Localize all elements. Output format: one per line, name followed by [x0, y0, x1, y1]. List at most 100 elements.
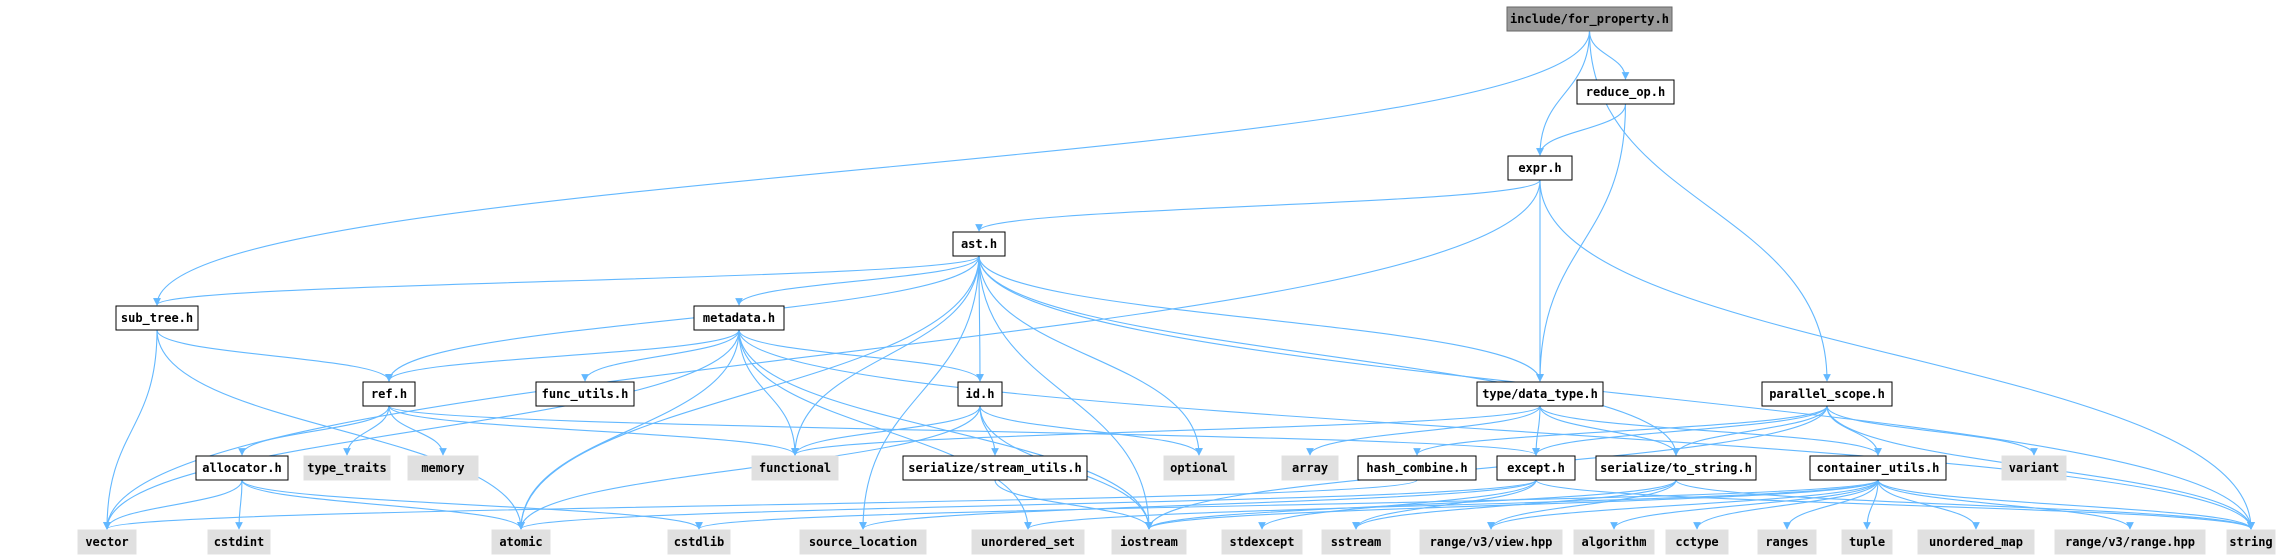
node-box-container-utils-h [1809, 455, 1947, 481]
node-label-optional: optional [1170, 461, 1228, 475]
edge-allocator-to-atomic [241, 479, 525, 530]
edge-to-string-to-iostream [1145, 479, 1677, 530]
edge-parallel-scope-to-except [1532, 405, 1828, 456]
edge-reduce-op-to-expr [1536, 103, 1627, 156]
edge-container-utils-to-cstdlib [695, 479, 1879, 530]
node-cstdint: cstdint [207, 529, 271, 555]
node-sub-tree-h[interactable]: sub_tree.h [115, 305, 199, 331]
node-box-include-for-property-h [1506, 6, 1673, 32]
node-algorithm: algorithm [1573, 529, 1655, 555]
edge-parallel-scope-to-iostream [1145, 405, 1828, 530]
node-label-type-data-type-h: type/data_type.h [1482, 387, 1598, 402]
node-label-type-traits: type_traits [307, 461, 386, 476]
node-box-cstdlib [667, 529, 731, 555]
node-label-memory: memory [421, 461, 464, 475]
edge-container-utils-to-range-view [1487, 479, 1879, 530]
edge-data-type-to-array [1306, 405, 1541, 456]
edge-to-string-to-string [1675, 479, 2255, 530]
edge-ast-to-atomic [517, 255, 980, 530]
node-box-func-utils-h [535, 381, 635, 407]
node-label-stdexcept: stdexcept [1229, 535, 1294, 549]
node-label-parallel-scope-h: parallel_scope.h [1769, 387, 1885, 402]
edge-container-utils-to-ranges [1783, 479, 1879, 530]
edge-data-type-to-container-utils [1539, 405, 1882, 456]
node-label-range-v3-view-hpp: range/v3/view.hpp [1430, 535, 1553, 549]
node-box-ref-h [362, 381, 416, 407]
node-container-utils-h[interactable]: container_utils.h [1809, 455, 1947, 481]
edge-ast-to-data-type [978, 255, 1544, 382]
edge-for-property-to-sub-tree [153, 30, 1591, 306]
edge-ast-to-iostream [978, 255, 1153, 530]
edge-to-string-to-range-view [1487, 479, 1677, 530]
node-box-string [2226, 529, 2276, 555]
node-ref-h[interactable]: ref.h [362, 381, 416, 407]
edge-container-utils-to-unordered-map [1877, 479, 1980, 530]
node-box-tuple [1841, 529, 1893, 555]
edge-ref-to-allocator [238, 405, 390, 456]
edge-container-utils-to-range-range [1877, 479, 2134, 530]
node-box-variant [2001, 455, 2067, 481]
edge-data-type-to-except [1532, 405, 1541, 456]
edge-container-utils-to-unordered-set [1024, 479, 1879, 530]
node-label-container-utils-h: container_utils.h [1817, 461, 1940, 476]
node-parallel-scope-h[interactable]: parallel_scope.h [1761, 381, 1893, 407]
node-box-optional [1163, 455, 1235, 481]
node-serialize-to-string-h[interactable]: serialize/to_string.h [1595, 455, 1757, 481]
edge-metadata-to-vector [103, 329, 740, 530]
edge-sub-tree-to-ref [156, 329, 393, 382]
edge-metadata-to-ref [385, 329, 740, 382]
node-metadata-h[interactable]: metadata.h [693, 305, 785, 331]
edge-for-property-to-expr [1536, 30, 1591, 156]
node-label-except-h: except.h [1507, 461, 1565, 475]
node-iostream: iostream [1111, 529, 1187, 555]
node-allocator-h[interactable]: allocator.h [195, 455, 289, 481]
node-type-data-type-h[interactable]: type/data_type.h [1476, 381, 1604, 407]
node-label-variant: variant [2009, 461, 2060, 475]
edge-hash-combine-to-vector [103, 479, 1418, 530]
edge-ast-to-optional [978, 255, 1203, 456]
edge-id-to-optional [979, 405, 1203, 456]
node-box-cstdint [207, 529, 271, 555]
edge-metadata-to-func-utils [581, 329, 740, 382]
node-func-utils-h[interactable]: func_utils.h [535, 381, 635, 407]
edge-except-to-string [1535, 479, 2255, 530]
node-box-cctype [1665, 529, 1729, 555]
edge-container-utils-to-iostream [1145, 479, 1879, 530]
node-box-source-location [799, 529, 927, 555]
edge-metadata-to-functional [738, 329, 799, 456]
node-box-parallel-scope-h [1761, 381, 1893, 407]
node-include-for-property-h[interactable]: include/for_property.h [1506, 6, 1673, 32]
edge-ast-to-to-string [978, 255, 1680, 456]
edge-ref-to-memory [388, 405, 447, 456]
node-ast-h[interactable]: ast.h [952, 231, 1006, 257]
node-box-functional [751, 455, 839, 481]
edge-ast-to-source-location [859, 255, 980, 530]
node-box-iostream [1111, 529, 1187, 555]
edge-parallel-scope-to-variant [1826, 405, 2038, 456]
node-label-atomic: atomic [499, 535, 542, 549]
node-box-unordered-set [971, 529, 1085, 555]
node-label-serialize-to-string-h: serialize/to_string.h [1600, 461, 1752, 476]
node-id-h[interactable]: id.h [957, 381, 1003, 407]
node-source-location: source_location [799, 529, 927, 555]
edge-ref-to-type-traits [343, 405, 390, 456]
node-reduce-op-h[interactable]: reduce_op.h [1576, 79, 1675, 105]
node-label-range-v3-range-hpp: range/v3/range.hpp [2065, 535, 2195, 549]
node-label-cstdlib: cstdlib [674, 535, 725, 549]
edge-stream-utils-to-iostream [994, 479, 1153, 530]
edge-parallel-scope-to-hash-combine [1413, 405, 1828, 456]
node-box-metadata-h [693, 305, 785, 331]
node-memory: memory [407, 455, 479, 481]
node-expr-h[interactable]: expr.h [1507, 155, 1573, 181]
edge-id-to-atomic [517, 405, 981, 530]
node-string: string [2226, 529, 2276, 555]
node-box-memory [407, 455, 479, 481]
edge-data-type-to-to-string [1539, 405, 1680, 456]
node-box-serialize-stream-utils-h [902, 455, 1088, 481]
edge-id-to-functional [791, 405, 981, 456]
edge-reduce-op-to-data-type [1536, 103, 1627, 382]
node-label-metadata-h: metadata.h [703, 311, 775, 325]
node-except-h[interactable]: except.h [1496, 455, 1576, 481]
node-hash-combine-h[interactable]: hash_combine.h [1357, 455, 1477, 481]
node-serialize-stream-utils-h[interactable]: serialize/stream_utils.h [902, 455, 1088, 481]
